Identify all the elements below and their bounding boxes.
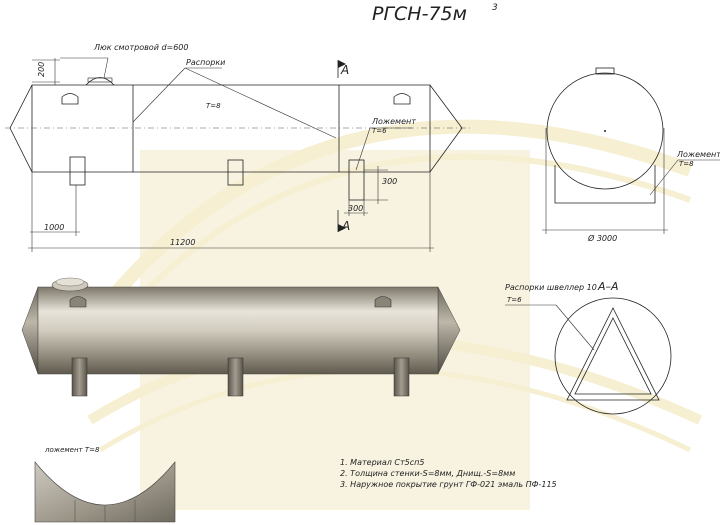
title-superscript: 3 [492,3,498,13]
lifting-lug-right-icon [393,93,411,105]
render-lug-right-icon [374,296,392,308]
saddle-middle [227,159,244,186]
dim-11200: 11200 [170,238,195,247]
spacers-leader-2 [184,67,337,139]
spacer-thickness-label: T=6 [507,296,522,304]
bottom-saddle-render: ложемент T=8 [34,446,176,523]
dim-1000: 1000 [44,223,64,232]
tank-end-circle [546,72,664,190]
saddle-left [69,156,86,186]
saddle-leader [355,127,371,171]
end-view-center [604,130,606,132]
section-a-a-drawing: А–А Распорки швеллер 10 T=6 [505,280,672,415]
render-leg-middle [227,357,244,397]
note-1: 1. Материал Ст5сп5 [340,458,424,467]
end-view-drawing: Ø 3000 Ложемент T=8 [542,67,720,243]
end-hatch [595,67,615,75]
saddle-right [348,159,365,201]
render-leg-right [393,357,410,397]
drawing-title: РГСН-75м [372,3,467,25]
section-arrow-top-icon [338,60,346,68]
saddle-plate [34,461,176,523]
avito-logo-icon [617,477,646,507]
end-saddle-label: Ложемент [676,150,720,159]
side-view-drawing: Люк смотровой d=600 Распорки T=8 Ложемен… [5,43,470,252]
render-leg-left [71,357,88,397]
diameter-label: Ø 3000 [587,233,617,243]
saddle-label: Ложемент [371,117,416,126]
spacer-channel-label: Распорки швеллер 10 [505,283,597,292]
specification-notes: 1. Материал Ст5сп5 2. Толщина стенки-S=8… [340,458,557,489]
tank-3d-render [21,277,461,397]
render-hatch-cover [55,277,85,287]
section-arrow-bottom-icon [338,224,346,232]
hatch-leader [103,57,109,79]
dim-300-horizontal: 300 [348,204,363,213]
end-thickness-label: T=8 [679,160,694,168]
note-3: 3. Наружное покрытие грунт ГФ-021 эмаль … [340,480,557,489]
hatch-flange [87,77,113,83]
spacer-triangle-outer [566,307,660,401]
spacer-triangle-inner [574,317,652,395]
spacers-leader-1 [132,67,186,123]
lifting-lug-left-icon [61,93,79,105]
note-2: 2. Толщина стенки-S=8мм, Днищ.-S=8мм [340,469,515,478]
saddle-thickness-label: T=6 [372,127,387,135]
t8-top-label: T=8 [206,102,221,110]
hatch-dome [85,77,115,86]
avito-brand-text: Avito [651,479,720,509]
dim-200: 200 [37,62,46,77]
end-saddle-leader [649,159,679,196]
spacers-label: Распорки [186,58,225,67]
spacer-channel-leader [555,304,595,351]
bottom-saddle-label: ложемент T=8 [44,446,100,454]
section-title: А–А [597,280,619,293]
section-circle [554,297,672,415]
section-mark-bottom: А [341,219,350,233]
render-left-head [21,286,39,375]
hatch-label: Люк смотровой d=600 [93,43,189,52]
section-mark-top: А [340,63,349,77]
end-saddle-frame [554,165,656,204]
render-lug-left-icon [69,296,87,308]
avito-watermark: Avito [617,477,720,509]
dim-300-vertical: 300 [382,177,397,186]
